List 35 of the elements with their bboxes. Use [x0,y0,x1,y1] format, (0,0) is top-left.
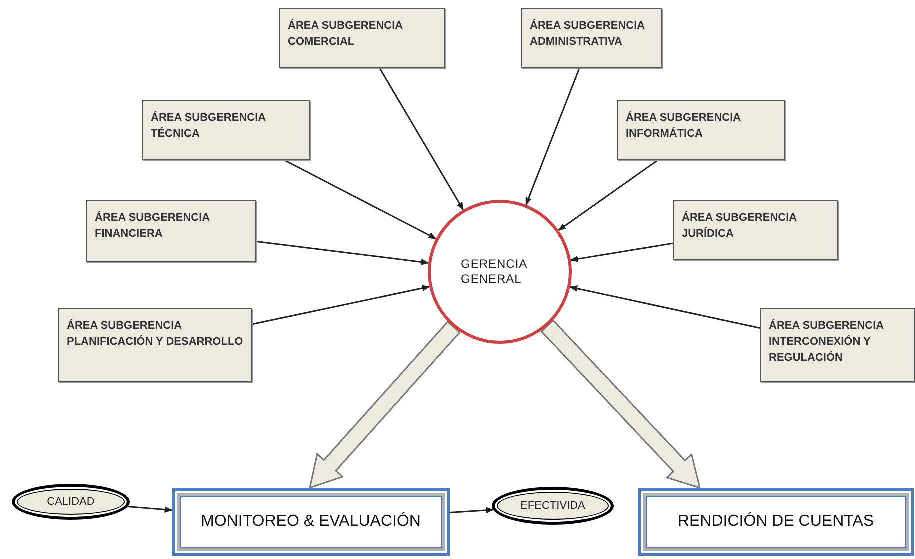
node-label: ÁREA SUBGERENCIA INFORMÁTICA [626,110,742,142]
department-box [760,308,915,382]
department-box [617,100,785,160]
node-label: ÁREA SUBGERENCIA FINANCIERA [95,210,211,242]
department-box [521,8,662,68]
arrow [252,285,430,326]
node-label: RENDICIÓN DE CUENTAS [678,513,874,531]
framed-box [638,488,914,556]
node-label: ÁREA SUBGERENCIA TÉCNICA [151,110,267,142]
department-box [58,308,252,382]
arrow [570,242,674,262]
arrow [128,506,173,513]
framed-box [172,488,450,556]
node-label: GERENCIA GENERAL [461,257,528,287]
arrow [570,286,760,329]
department-box [142,100,310,160]
arrow [284,159,437,240]
node-label: ÁREA SUBGERENCIA PLANIFICACIÓN Y DESARROLLO [67,318,244,350]
node-label: EFECTIVIDA [520,500,586,512]
arrow [256,240,430,266]
arrow [526,68,580,206]
node-label: ÁREA SUBGERENCIA ADMINISTRATIVA [530,18,646,50]
department-box [673,200,838,260]
arrow [450,507,494,514]
node-label: MONITOREO & EVALUACIÓN [201,513,421,531]
arrow [558,159,659,232]
node-label: ÁREA SUBGERENCIA JURÍDICA [682,210,798,242]
node-label: ÁREA SUBGERENCIA COMERCIAL [288,18,404,50]
department-box [279,8,445,68]
node-label: ÁREA SUBGERENCIA INTERCONEXIÓN Y REGULACIÓN [769,318,885,366]
block-arrow [540,320,702,490]
node-label: CALIDAD [47,496,95,508]
block-arrow [308,320,461,490]
arrow [379,68,464,211]
department-box [86,200,256,262]
